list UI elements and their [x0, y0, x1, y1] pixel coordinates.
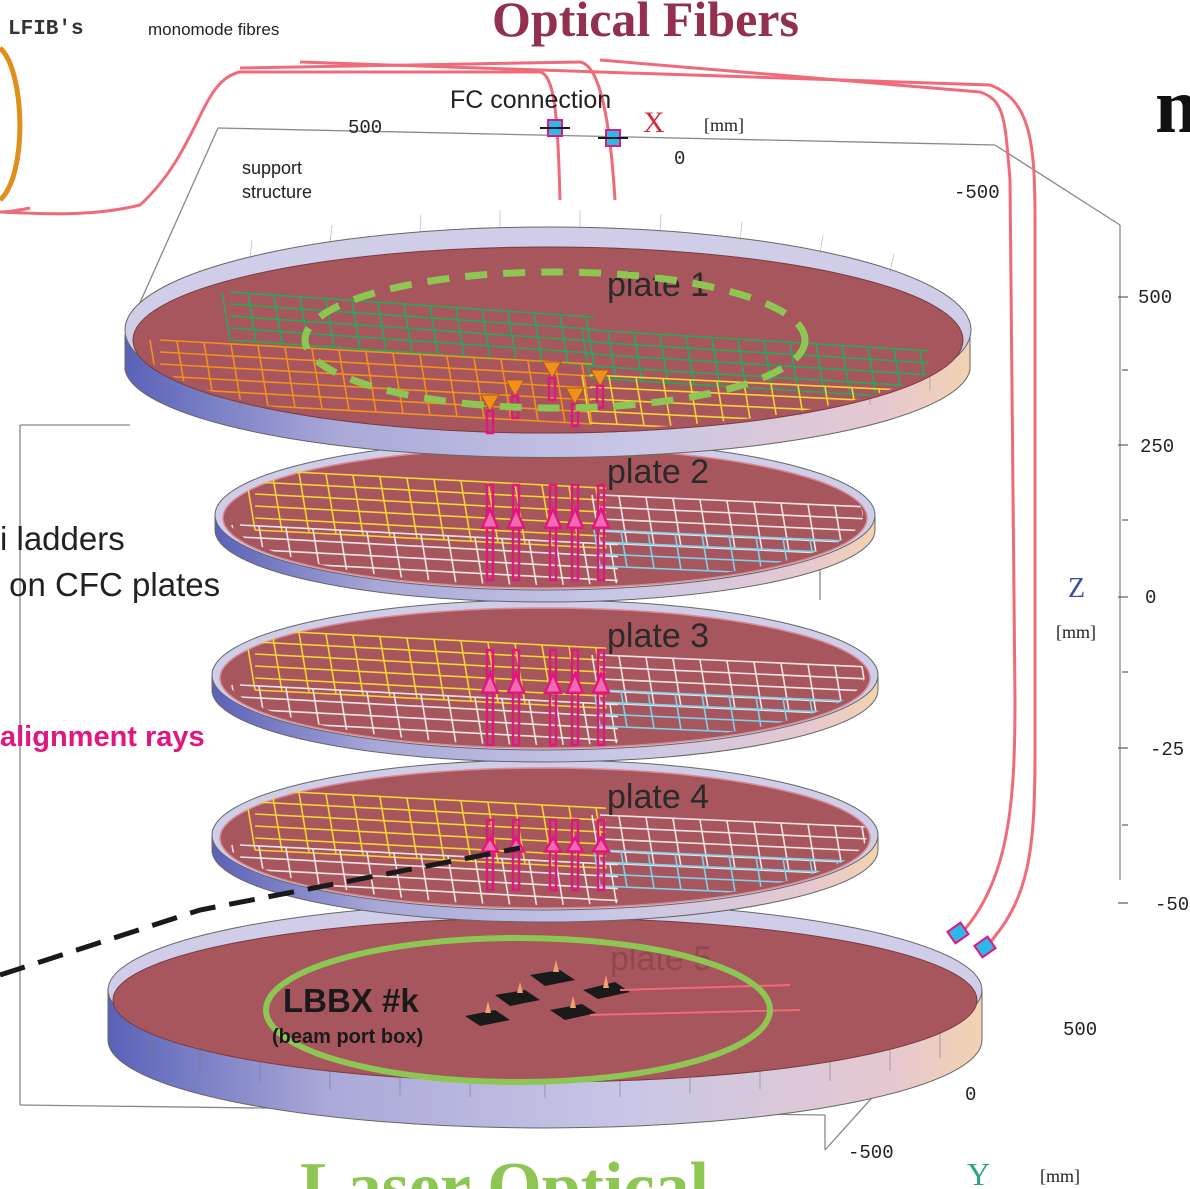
- plate-2-label: plate 2: [607, 453, 709, 491]
- cut-letter: n: [1155, 62, 1190, 149]
- y-axis-name: Y: [967, 1156, 990, 1189]
- z-axis: [1118, 296, 1128, 904]
- support-structure-label-1: support: [242, 158, 302, 178]
- plate-2: plate 2: [214, 439, 876, 603]
- highlight-dashed-ellipse: [301, 268, 809, 412]
- fc-connectors: [540, 119, 997, 959]
- z-tick-0: 0: [1145, 587, 1156, 609]
- plate-4: plate 4: [211, 759, 879, 923]
- laser-beam-dashed-line: [0, 845, 521, 978]
- x-tick-0: 0: [674, 148, 685, 170]
- page-title: Optical Fibers: [492, 0, 799, 47]
- lfib-label: LFIB's: [8, 18, 84, 41]
- x-axis-name: X: [643, 106, 665, 139]
- z-tick-500: 500: [1138, 287, 1172, 309]
- lbbx-boxes: [465, 970, 630, 1026]
- y-tick-0: 0: [965, 1084, 976, 1106]
- alignment-rays-label: alignment rays: [0, 721, 205, 753]
- lbbx-label: LBBX #k: [283, 982, 419, 1019]
- x-tick-500: 500: [348, 117, 382, 139]
- orange-circle-arc: [0, 46, 23, 202]
- x-tick-neg500: -500: [954, 182, 1000, 204]
- si-ladders-label-2: on CFC plates: [0, 566, 220, 603]
- si-ladders-label-1: i ladders: [0, 520, 125, 557]
- plate-4-label: plate 4: [607, 778, 709, 816]
- support-structure-label-2: structure: [242, 182, 312, 202]
- z-tick-neg500: -50: [1155, 894, 1189, 916]
- lfib-sub-label: monomode fibres: [148, 20, 279, 39]
- optical-fibers: [0, 58, 1037, 950]
- ladder-grid-green-right: [581, 329, 929, 400]
- plate-1: plate 1: [124, 210, 972, 459]
- plate-5: plate 5: [107, 901, 983, 1129]
- y-tick-500: 500: [1063, 1019, 1097, 1041]
- z-tick-250: 250: [1140, 436, 1174, 458]
- y-axis-unit: [mm]: [1040, 1166, 1080, 1186]
- alignment-ray-markers: [480, 483, 611, 582]
- fc-connection-label: FC connection: [450, 86, 611, 114]
- lbbx-highlight-ellipse: [263, 935, 773, 1085]
- z-axis-name: Z: [1068, 573, 1085, 604]
- alignment-ray-markers: [480, 648, 611, 747]
- laser-optical-label: Laser Optical: [300, 1149, 709, 1189]
- plate-3-label: plate 3: [607, 617, 709, 655]
- x-axis-unit: [mm]: [704, 115, 744, 135]
- ladder-grid-white-right: [591, 654, 865, 716]
- z-tick-neg250: -25: [1150, 739, 1184, 761]
- y-tick-neg500: -500: [848, 1142, 894, 1164]
- lbbx-sub-label: (beam port box): [272, 1026, 423, 1048]
- plate-3: plate 3: [211, 599, 879, 763]
- z-axis-unit: [mm]: [1056, 622, 1096, 642]
